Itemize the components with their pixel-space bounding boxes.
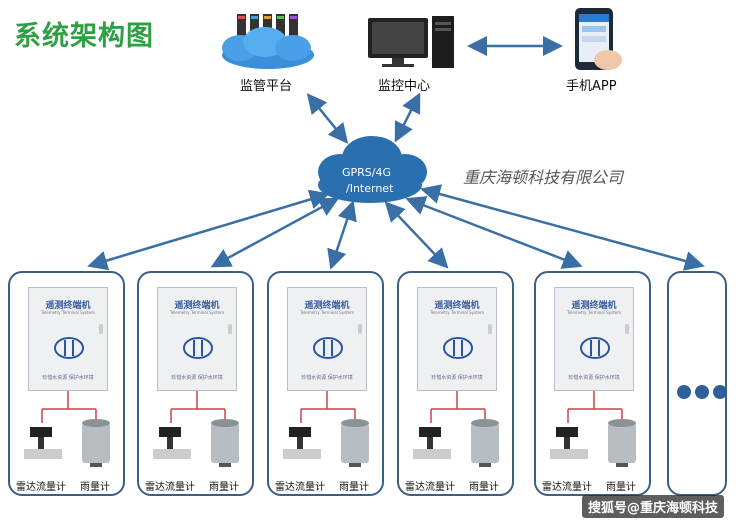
cabinet-subtitle: Telemetry Terminal System (566, 310, 622, 315)
cabinet-footer: 珍惜水资源 保护水环境 (42, 375, 94, 381)
arrow-platform-cloud (306, 93, 349, 144)
terminal-panel-5: 遥测终端机 Telemetry Terminal System 珍惜水资源 保护… (534, 271, 651, 496)
sensor-wiring (283, 391, 369, 467)
cabinet-subtitle: Telemetry Terminal System (429, 310, 485, 315)
terminal-cabinet: 遥测终端机 Telemetry Terminal System 珍惜水资源 保护… (28, 287, 108, 391)
computer-icon (368, 16, 454, 68)
cabinet-name: 遥测终端机 (174, 301, 220, 311)
arrow-cloud-terminal-more (420, 184, 705, 271)
arrow-monitor-cloud (394, 92, 421, 143)
cabinet-name: 遥测终端机 (571, 301, 617, 311)
phone-icon (575, 8, 622, 70)
cabinet-logo-icon (580, 337, 610, 359)
cabinet-subtitle: Telemetry Terminal System (40, 310, 96, 315)
radar-flowmeter-icon (153, 427, 191, 459)
rain-gauge-icon (608, 419, 636, 467)
cabinet-footer: 珍惜水资源 保护水环境 (431, 375, 483, 381)
cabinet-footer: 珍惜水资源 保护水环境 (568, 375, 620, 381)
terminal-panel-more (667, 271, 727, 496)
server-cloud-icon (222, 14, 314, 69)
radar-flowmeter-label: 雷达流量计 (275, 482, 325, 493)
terminal-cabinet: 遥测终端机 Telemetry Terminal System 珍惜水资源 保护… (157, 287, 237, 391)
cabinet-footer: 珍惜水资源 保护水环境 (301, 375, 353, 381)
rain-gauge-icon (82, 419, 110, 467)
platform-label: 监管平台 (240, 79, 293, 94)
cabinet-logo-icon (54, 337, 84, 359)
terminal-cabinet: 遥测终端机 Telemetry Terminal System 珍惜水资源 保护… (287, 287, 367, 391)
radar-flowmeter-label: 雷达流量计 (405, 482, 455, 493)
arrow-cloud-terminal-2 (210, 197, 340, 268)
cloud-label-line2: /Internet (346, 182, 394, 195)
cabinet-subtitle: Telemetry Terminal System (169, 310, 225, 315)
cabinet-logo-icon (443, 337, 473, 359)
radar-flowmeter-icon (283, 427, 321, 459)
radar-flowmeter-icon (413, 427, 451, 459)
latch-icon (99, 324, 103, 334)
rain-gauge-label: 雨量计 (209, 482, 239, 493)
radar-flowmeter-label: 雷达流量计 (542, 482, 592, 493)
cabinet-footer: 珍惜水资源 保护水环境 (171, 375, 223, 381)
radar-flowmeter-label: 雷达流量计 (16, 482, 66, 493)
rain-gauge-label: 雨量计 (469, 482, 499, 493)
sensor-wiring (413, 391, 499, 467)
rain-gauge-label: 雨量计 (339, 482, 369, 493)
latch-icon (358, 324, 362, 334)
latch-icon (228, 324, 232, 334)
terminal-panel-2: 遥测终端机 Telemetry Terminal System 珍惜水资源 保护… (137, 271, 254, 496)
cabinet-logo-icon (313, 337, 343, 359)
cabinet-name: 遥测终端机 (434, 301, 480, 311)
arrow-cloud-terminal-3 (327, 200, 357, 270)
latch-icon (625, 324, 629, 334)
rain-gauge-icon (341, 419, 369, 467)
rain-gauge-label: 雨量计 (606, 482, 636, 493)
arrow-cloud-terminal-4 (384, 201, 449, 269)
latch-icon (488, 324, 492, 334)
radar-flowmeter-label: 雷达流量计 (145, 482, 195, 493)
app-label: 手机APP (566, 79, 617, 94)
cabinet-subtitle: Telemetry Terminal System (299, 310, 355, 315)
rain-gauge-icon (471, 419, 499, 467)
terminal-panel-3: 遥测终端机 Telemetry Terminal System 珍惜水资源 保护… (267, 271, 384, 496)
source-watermark: 搜狐号@重庆海顿科技 (582, 495, 725, 518)
sensor-wiring (153, 391, 239, 467)
monitor-label: 监控中心 (378, 79, 431, 94)
company-name: 重庆海顿科技有限公司 (463, 168, 624, 187)
cabinet-logo-icon (183, 337, 213, 359)
terminal-cabinet: 遥测终端机 Telemetry Terminal System 珍惜水资源 保护… (417, 287, 497, 391)
rain-gauge-label: 雨量计 (80, 482, 110, 493)
more-dots-icon (677, 385, 727, 399)
cloud-label-line1: GPRS/4G (342, 166, 392, 179)
cabinet-name: 遥测终端机 (45, 301, 91, 311)
radar-flowmeter-icon (550, 427, 588, 459)
diagram-title: 系统架构图 (14, 21, 154, 52)
terminal-panel-4: 遥测终端机 Telemetry Terminal System 珍惜水资源 保护… (397, 271, 514, 496)
arrow-cloud-terminal-1 (87, 189, 330, 271)
terminal-cabinet: 遥测终端机 Telemetry Terminal System 珍惜水资源 保护… (554, 287, 634, 391)
cabinet-name: 遥测终端机 (304, 301, 350, 311)
sensor-wiring (24, 391, 110, 467)
terminal-panel-1: 遥测终端机 Telemetry Terminal System 珍惜水资源 保护… (8, 271, 125, 496)
network-cloud-icon (318, 136, 427, 203)
radar-flowmeter-icon (24, 427, 62, 459)
rain-gauge-icon (211, 419, 239, 467)
sensor-wiring (550, 391, 636, 467)
